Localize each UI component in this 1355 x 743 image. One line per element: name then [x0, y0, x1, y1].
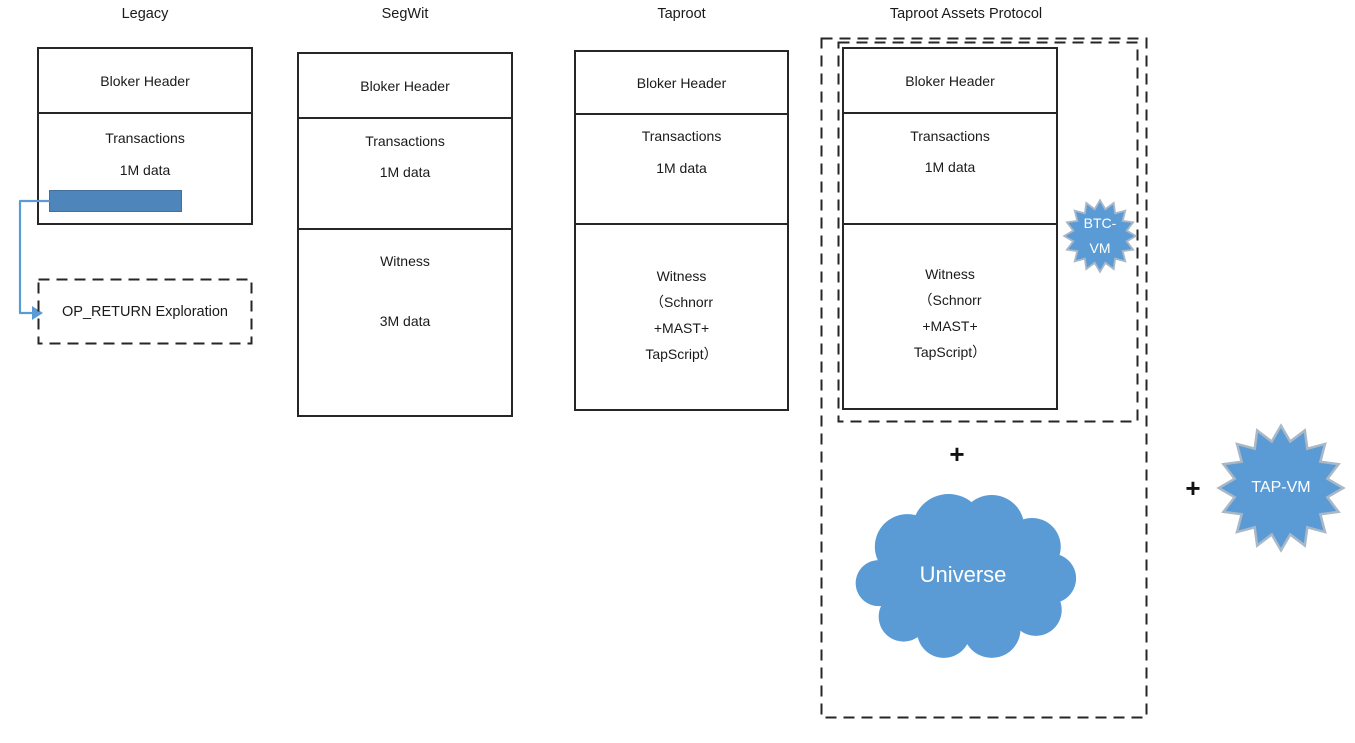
taproot-block: Bloker Header Transactions 1M data Witne…: [574, 50, 789, 411]
opreturn-label: OP_RETURN Exploration: [62, 303, 228, 320]
segwit-title: SegWit: [381, 6, 429, 22]
segwit-witness-section: Witness 3M data: [299, 230, 511, 417]
btc-vm-starburst-icon: [1062, 198, 1138, 274]
taproot-transactions-section: Transactions 1M data: [576, 115, 787, 225]
taproot-assets-block-header: Bloker Header: [844, 49, 1056, 114]
tap-vm-starburst-icon: [1216, 423, 1346, 553]
plus-sign-tap-vm: +: [1185, 473, 1201, 503]
taproot-tx-size: 1M data: [656, 160, 707, 176]
taproot-assets-witness-section: Witness （Schnorr +MAST+ TapScript）: [844, 225, 1056, 408]
segwit-block-header: Bloker Header: [299, 54, 511, 119]
taproot-witness-section: Witness （Schnorr +MAST+ TapScript）: [576, 225, 787, 411]
btc-vm-label-line: VM: [1089, 240, 1111, 256]
taproot-assets-outer-dashed-border: [820, 37, 1148, 719]
cloud-icon: [855, 494, 1077, 658]
taproot-witness-line: Witness: [656, 268, 707, 284]
segwit-block: Bloker Header Transactions 1M data Witne…: [297, 52, 513, 417]
legacy-opreturn-data-bar: [49, 190, 182, 212]
btc-vm-badge: BTC- VM: [1062, 198, 1138, 274]
taproot-assets-transactions-section: Transactions 1M data: [844, 114, 1056, 225]
taproot-transactions-label: Transactions: [641, 128, 722, 144]
taproot-witness-line: TapScript）: [645, 346, 718, 362]
opreturn-arrow: [18, 199, 51, 320]
segwit-transactions-label: Transactions: [365, 133, 445, 149]
tap-vm-label: TAP-VM: [1251, 479, 1311, 496]
taproot-assets-block: Bloker Header Transactions 1M data Witne…: [842, 47, 1058, 410]
segwit-witness-label: Witness: [380, 253, 430, 269]
universe-cloud: Universe: [848, 487, 1078, 662]
segwit-tx-size: 1M data: [379, 164, 431, 180]
btc-vm-label-line: BTC-: [1083, 215, 1117, 231]
opreturn-dashed-box-border: [37, 278, 253, 345]
legacy-tx-size: 1M data: [119, 162, 171, 178]
taproot-assets-title: Taproot Assets Protocol: [889, 6, 1043, 22]
legacy-transactions-section: Transactions 1M data: [39, 114, 251, 225]
taproot-assets-witness-line: +MAST+: [922, 318, 978, 334]
taproot-assets-witness-line: Witness: [925, 266, 975, 282]
segwit-transactions-section: Transactions 1M data: [299, 119, 511, 230]
universe-label: Universe: [919, 561, 1007, 587]
plus-sign-universe: +: [949, 439, 965, 469]
segwit-witness-size: 3M data: [379, 313, 431, 329]
taproot-block-header: Bloker Header: [576, 52, 787, 115]
legacy-block-header: Bloker Header: [39, 49, 251, 114]
taproot-title: Taproot: [657, 6, 706, 22]
taproot-assets-transactions-label: Transactions: [910, 128, 990, 144]
tap-vm-badge: TAP-VM: [1215, 422, 1347, 554]
taproot-assets-witness-line: TapScript）: [913, 344, 987, 360]
legacy-title: Legacy: [121, 6, 169, 22]
taproot-assets-inner-dashed-border: [837, 41, 1139, 423]
taproot-assets-witness-line: （Schnorr: [918, 292, 982, 308]
legacy-transactions-label: Transactions: [105, 130, 185, 146]
taproot-witness-line: （Schnorr: [649, 294, 714, 310]
taproot-assets-tx-size: 1M data: [924, 159, 976, 175]
taproot-witness-line: +MAST+: [653, 320, 710, 336]
